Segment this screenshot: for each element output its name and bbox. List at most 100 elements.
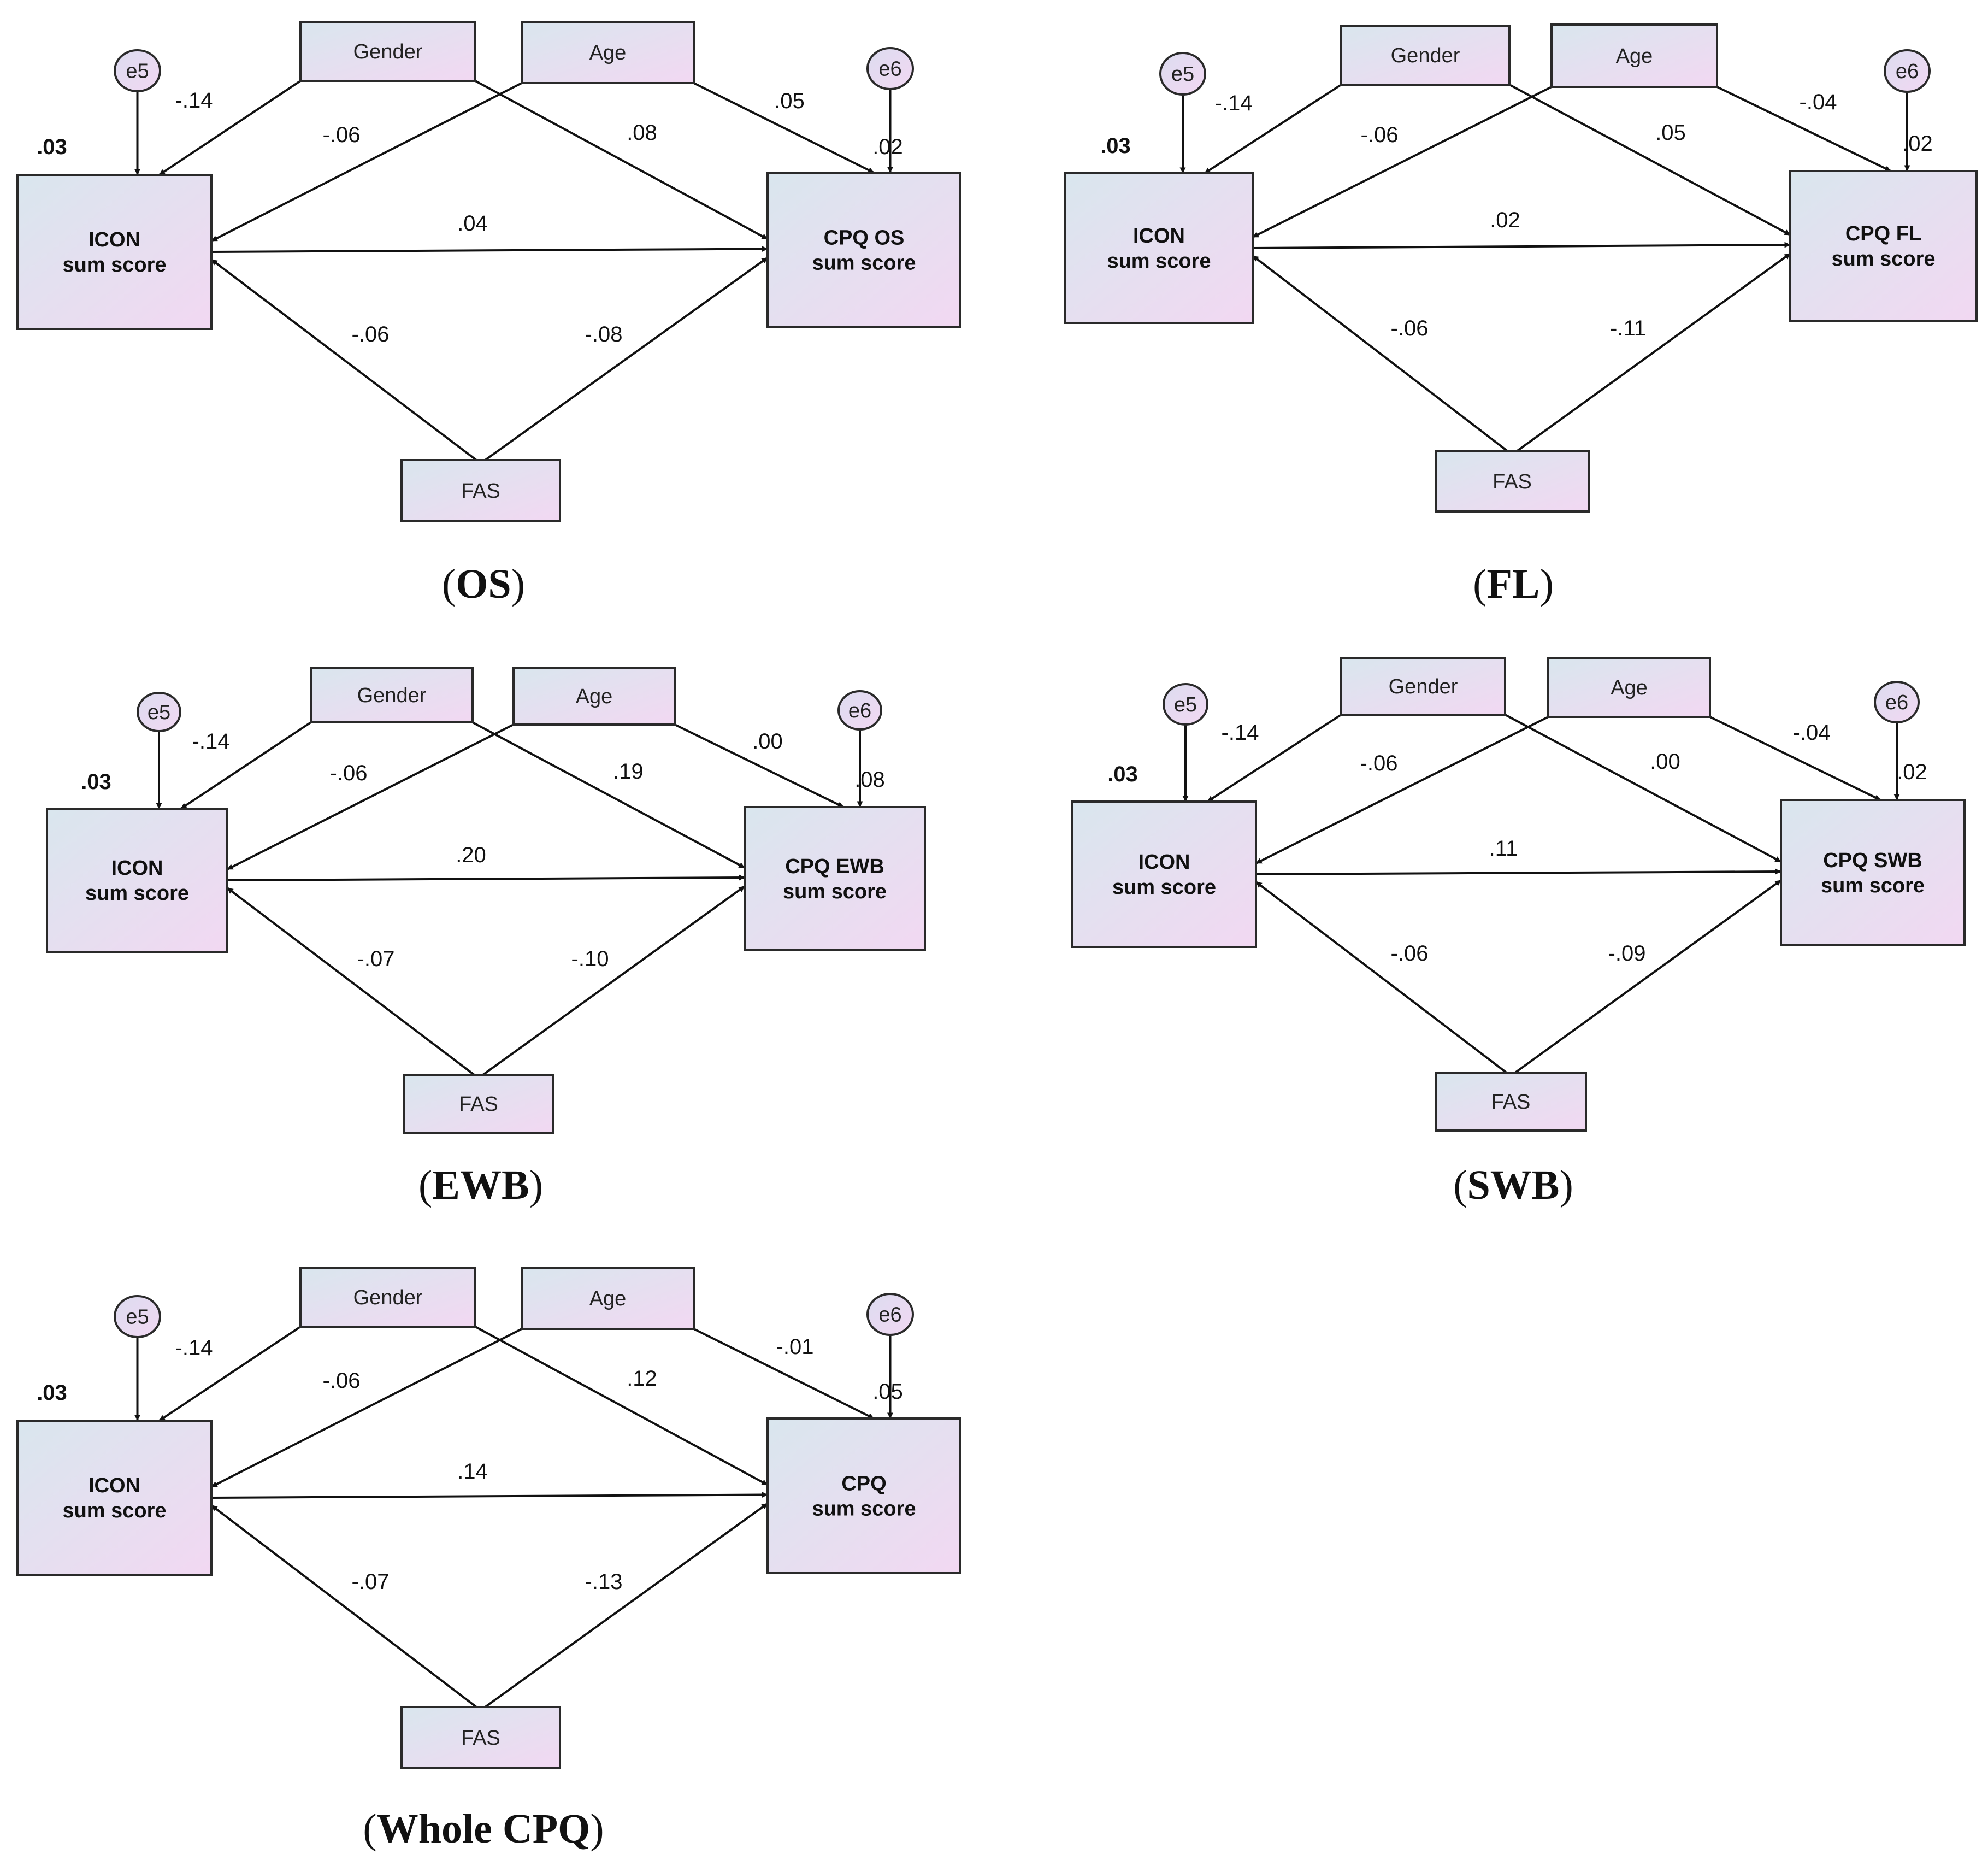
coef-fas-icon-label: -.06 (352, 322, 390, 346)
caption-close-paren: ) (1559, 1162, 1573, 1208)
edge-fas-cpq (1514, 879, 1782, 1074)
caption-os: (OS) (442, 561, 525, 607)
node-gender: Gender (310, 667, 474, 723)
node-gender-label-1: Gender (1391, 44, 1460, 67)
edge-fas-icon (210, 1504, 477, 1708)
coef-gender-icon-label: -.14 (192, 729, 230, 754)
r2-icon-label: .03 (1107, 762, 1138, 786)
edge-age-cpq (1709, 716, 1881, 801)
coef-gender-cpq-label: .19 (613, 760, 644, 784)
edge-fas-cpq (482, 885, 746, 1076)
edge-fas-icon (210, 258, 477, 461)
node-cpq-box (1780, 799, 1966, 946)
node-icon-box (1071, 800, 1257, 948)
node-gender: Gender (1340, 25, 1511, 86)
node-cpq-label-2: sum score (1821, 874, 1925, 897)
edge-gender-cpq (475, 1326, 768, 1486)
node-icon-label-2: sum score (1107, 250, 1211, 273)
node-cpq-box (766, 172, 961, 328)
node-age-label-1: Age (576, 685, 613, 708)
node-gender-box (310, 667, 474, 723)
node-icon-box (16, 174, 213, 330)
node-cpq-label-2: sum score (1831, 248, 1935, 270)
node-fas-label-1: FAS (1491, 1091, 1531, 1114)
node-e6: e6 (866, 47, 914, 90)
node-e5: e5 (137, 692, 181, 732)
caption-open-paren: ( (418, 1162, 432, 1208)
node-icon-label-2: sum score (1112, 876, 1216, 899)
edge-gender-icon (1206, 714, 1342, 803)
node-e6-shape (1874, 681, 1920, 723)
coef-fas-cpq-label: -.11 (1610, 316, 1646, 340)
caption-open-paren: ( (1453, 1162, 1467, 1208)
edge-age-cpq (693, 82, 875, 174)
r2-cpq-label: .02 (1897, 760, 1927, 784)
node-e6: e6 (837, 690, 882, 731)
node-e6-label: e6 (878, 1304, 901, 1327)
node-icon-box (16, 1420, 213, 1576)
node-cpq-label-1: CPQ SWB (1823, 849, 1922, 872)
edge-icon-cpq (211, 246, 768, 253)
coef-gender-icon-label: -.14 (1215, 91, 1253, 115)
coef-fas-icon-label: -.06 (1391, 316, 1429, 340)
edge-age-icon (227, 723, 514, 870)
node-icon-label-1: ICON (1138, 851, 1190, 874)
coef-age-cpq-label: .05 (774, 89, 805, 113)
node-cpq-label-1: CPQ OS (824, 227, 905, 250)
node-age-box (521, 1267, 695, 1330)
edge-icon-cpq (1255, 868, 1781, 875)
node-e6-label: e6 (878, 58, 901, 81)
node-age-box (521, 21, 695, 84)
node-e6-shape (837, 690, 882, 731)
edge-gender-cpq (472, 721, 745, 869)
node-gender: Gender (299, 1267, 476, 1328)
node-gender-box (299, 1267, 476, 1328)
edge-gender-icon (158, 1326, 302, 1422)
r2-cpq-label: .05 (872, 1380, 903, 1404)
edge-gender-cpq (1509, 84, 1791, 236)
node-fas-box (1435, 450, 1590, 513)
coef-gender-cpq-label: .08 (627, 121, 657, 145)
r2-cpq-label: .02 (872, 135, 903, 159)
coef-gender-icon-label: -.14 (175, 1336, 213, 1360)
node-fas-label-1: FAS (459, 1093, 498, 1116)
node-e5-label: e5 (126, 60, 149, 83)
edge-gender-icon (158, 80, 302, 176)
coef-fas-cpq-label: -.13 (585, 1570, 623, 1594)
node-gender: Gender (1340, 657, 1506, 716)
node-e6-label: e6 (848, 699, 871, 722)
caption-ewb: (EWB) (418, 1162, 543, 1208)
coef-age-cpq-label: .00 (752, 729, 783, 754)
node-icon-label-1: ICON (111, 857, 163, 880)
node-age-label-1: Age (589, 42, 627, 64)
node-fas-label-1: FAS (461, 480, 500, 503)
edge-gender-icon (1204, 84, 1342, 174)
node-e5-label: e5 (1171, 63, 1194, 86)
node-fas: FAS (400, 459, 561, 522)
node-fas: FAS (400, 1706, 561, 1769)
node-e5-shape (1159, 52, 1206, 96)
edge-gender-cpq (475, 80, 768, 240)
edge-age-cpq (1716, 86, 1891, 172)
r2-icon-label: .03 (81, 770, 111, 794)
node-age-label-1: Age (589, 1287, 627, 1310)
coef-icon-cpq-label: .20 (456, 843, 486, 867)
node-fas-box (400, 459, 561, 522)
edge-age-icon (211, 82, 522, 242)
node-age-box (512, 667, 676, 726)
node-cpq-box (744, 806, 926, 951)
coef-gender-cpq-label: .12 (627, 1367, 657, 1391)
edge-fas-icon (1255, 881, 1507, 1074)
caption-open-paren: ( (363, 1806, 376, 1852)
caption-fl: (FL) (1473, 561, 1554, 607)
node-age-box (1547, 657, 1711, 718)
